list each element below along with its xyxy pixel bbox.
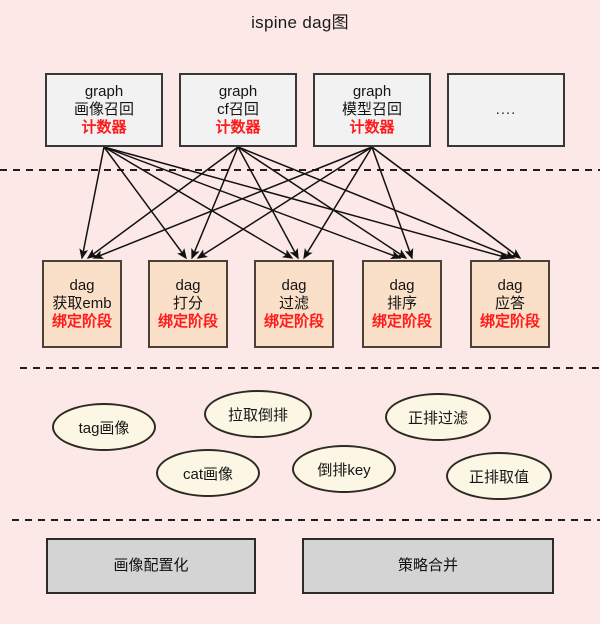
dag-node-get-emb[interactable]: dag 获取emb 绑定阶段 [42, 260, 122, 348]
edge-g1-d2 [103, 146, 187, 260]
operator-label: 正排过滤 [407, 409, 468, 427]
dag-node-type: dag [69, 276, 95, 294]
operator-node-fetch-inverted-index[interactable]: 拉取倒排 [204, 390, 312, 438]
edge-g3-d3 [303, 146, 373, 260]
operator-node-forward-index-filter[interactable]: 正排过滤 [385, 393, 491, 441]
operator-node-forward-index-value[interactable]: 正排取值 [446, 452, 552, 500]
dag-node-stage: 绑定阶段 [157, 313, 218, 331]
edge-g3-d4 [371, 146, 414, 260]
dag-node-ranking[interactable]: dag 排序 绑定阶段 [362, 260, 442, 348]
graph-node-counter: 计数器 [81, 119, 127, 137]
dag-node-name: 排序 [386, 294, 417, 312]
dag-node-filter[interactable]: dag 过滤 绑定阶段 [254, 260, 334, 348]
dag-node-name: 应答 [494, 294, 525, 312]
dag-node-stage: 绑定阶段 [263, 313, 324, 331]
dag-node-response[interactable]: dag 应答 绑定阶段 [470, 260, 550, 348]
footer-node-profile-configuration[interactable]: 画像配置化 [46, 538, 256, 594]
graph-node-model-recall[interactable]: graph 模型召回 计数器 [313, 73, 431, 147]
edge-g1-d5 [103, 146, 510, 260]
operator-label: 正排取值 [468, 468, 529, 486]
ellipsis-label: .... [495, 100, 517, 118]
page-title: ispine dag图 [251, 13, 349, 32]
operator-label: 拉取倒排 [227, 406, 288, 424]
dag-node-type: dag [175, 276, 201, 294]
graph-node-image-recall[interactable]: graph 画像召回 计数器 [45, 73, 163, 147]
dag-node-type: dag [389, 276, 415, 294]
graph-node-name: cf召回 [217, 100, 259, 118]
graph-node-counter: 计数器 [349, 119, 395, 137]
edge-g3-d5 [371, 146, 522, 259]
operator-label: cat画像 [182, 465, 233, 483]
graph-node-name: 模型召回 [341, 100, 402, 118]
edge-g1-d4 [103, 146, 402, 260]
operator-node-inverted-key[interactable]: 倒排key [292, 445, 396, 493]
edge-g2-d2 [191, 146, 239, 260]
footer-label: 画像配置化 [113, 556, 189, 574]
dag-node-name: 过滤 [278, 294, 309, 312]
graph-node-type: graph [352, 82, 392, 100]
edge-g2-d4 [237, 146, 408, 259]
dag-node-scoring[interactable]: dag 打分 绑定阶段 [148, 260, 228, 348]
operator-label: 倒排key [317, 461, 371, 479]
graph-node-name: 画像召回 [73, 100, 134, 118]
operator-label: tag画像 [78, 419, 130, 437]
dag-node-type: dag [497, 276, 523, 294]
edge-g2-d1 [86, 146, 239, 259]
dag-node-stage: 绑定阶段 [371, 313, 432, 331]
edge-g1-d3 [103, 146, 294, 259]
graph-node-cf-recall[interactable]: graph cf召回 计数器 [179, 73, 297, 147]
edge-g2-d5 [237, 146, 516, 259]
footer-node-strategy-merge[interactable]: 策略合并 [302, 538, 554, 594]
dag-node-type: dag [281, 276, 307, 294]
graph-node-more[interactable]: .... [447, 73, 565, 147]
graph-node-counter: 计数器 [215, 119, 261, 137]
edge-g1-d1 [79, 146, 105, 260]
dag-node-stage: 绑定阶段 [479, 313, 540, 331]
dag-node-name: 获取emb [52, 294, 112, 312]
graph-node-type: graph [218, 82, 258, 100]
graph-node-type: graph [84, 82, 124, 100]
footer-label: 策略合并 [397, 556, 458, 574]
dag-node-stage: 绑定阶段 [51, 313, 112, 331]
operator-node-tag-profile[interactable]: tag画像 [52, 403, 156, 451]
edge-g3-d1 [92, 146, 373, 259]
edge-g2-d3 [237, 146, 299, 260]
operator-node-cat-profile[interactable]: cat画像 [156, 449, 260, 497]
edge-g3-d2 [196, 146, 373, 259]
dag-node-name: 打分 [172, 294, 203, 312]
